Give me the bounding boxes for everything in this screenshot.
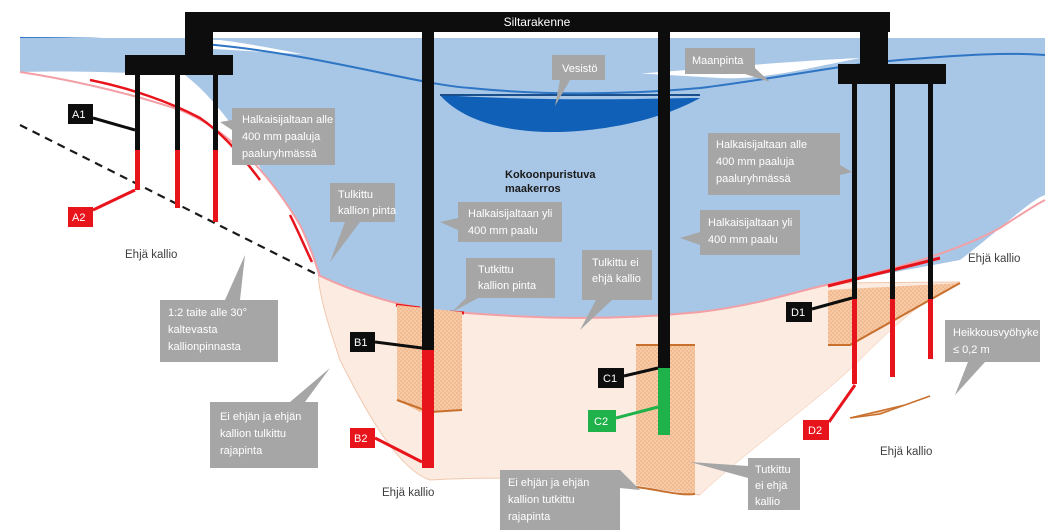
svg-text:kallio: kallio (755, 496, 780, 508)
callout-pile-large-mid: Halkaisijaltaan yli 400 mm paalu (440, 202, 562, 242)
boundary-line-c-bottom (635, 486, 696, 496)
tag-c1: C1 (598, 366, 659, 388)
pile-b (422, 32, 434, 350)
svg-text:D2: D2 (808, 425, 822, 437)
rock-label-right-top: Ehjä kallio (968, 253, 1020, 265)
water-body (440, 95, 700, 133)
pile-a-2 (175, 75, 180, 150)
svg-text:≤ 0,2 m: ≤ 0,2 m (953, 344, 990, 356)
callout-vesisto: Vesistö (552, 55, 605, 106)
callout-heikkous: Heikkousvyöhyke ≤ 0,2 m (945, 320, 1040, 395)
svg-text:ehjä kallio: ehjä kallio (592, 273, 641, 285)
callout-tulkittu-ei-ehja: Tulkittu ei ehjä kallio (580, 250, 652, 330)
svg-text:paaluryhmässä: paaluryhmässä (716, 173, 791, 185)
svg-text:1:2 taite alle 30°: 1:2 taite alle 30° (168, 307, 247, 319)
pile-a-1-red (135, 150, 140, 190)
tag-b1: B1 (350, 332, 423, 352)
svg-text:kallion pinta: kallion pinta (478, 280, 537, 292)
tag-b2: B2 (350, 428, 423, 464)
svg-text:400 mm paaluja: 400 mm paaluja (242, 131, 321, 143)
callout-pile-group-left: Halkaisijaltaan alle 400 mm paaluja paal… (220, 108, 335, 165)
svg-text:Halkaisijaltaan yli: Halkaisijaltaan yli (468, 208, 552, 220)
pile-c-green (658, 368, 670, 435)
svg-text:C2: C2 (594, 416, 608, 428)
callout-tutkittu-kallion-pinta: Tutkittu kallion pinta (452, 258, 555, 312)
callout-maanpinta: Maanpinta (685, 48, 770, 82)
callout-tutkittu-ei-ehja: Tutkittu ei ehjä kallio (690, 458, 800, 510)
svg-text:kallion pinta: kallion pinta (338, 205, 397, 217)
pile-d-3-red (928, 299, 933, 359)
pile-d-2 (890, 84, 895, 299)
callout-pile-group-right: Halkaisijaltaan alle 400 mm paaluja paal… (708, 133, 852, 195)
svg-text:Halkaisijaltaan yli: Halkaisijaltaan yli (708, 217, 792, 229)
pile-d-1-red (852, 299, 857, 384)
left-pile-cap (125, 55, 233, 75)
svg-text:ei ehjä: ei ehjä (755, 480, 788, 492)
svg-text:kaltevasta: kaltevasta (168, 324, 218, 336)
rock-surface-red-left2 (288, 214, 314, 263)
callout-ei-ehja-tulkittu: Ei ehjän ja ehjän kallion tulkittu rajap… (210, 368, 330, 468)
svg-text:B2: B2 (354, 433, 367, 445)
svg-text:rajapinta: rajapinta (220, 445, 263, 457)
svg-text:Ei ehjän ja ehjän: Ei ehjän ja ehjän (220, 411, 301, 423)
svg-text:Tutkittu: Tutkittu (478, 264, 514, 276)
pile-a-1 (135, 75, 140, 150)
rock-label-bottom-left: Ehjä kallio (382, 487, 434, 499)
tag-c2: C2 (588, 405, 659, 432)
tag-a2: A2 (68, 188, 136, 227)
tag-d1: D1 (786, 296, 853, 322)
rock-label-right-bottom: Ehjä kallio (880, 446, 932, 458)
pile-d-1 (852, 84, 857, 299)
svg-text:Tulkittu: Tulkittu (338, 189, 373, 201)
pile-a-2-red (175, 150, 180, 208)
rock-surface-line-left (19, 71, 321, 277)
svg-text:Halkaisijaltaan alle: Halkaisijaltaan alle (716, 139, 807, 151)
pile-d-3 (928, 84, 933, 299)
svg-text:kallion tulkittu: kallion tulkittu (220, 428, 286, 440)
pile-a-3-red (213, 150, 218, 222)
callout-tulkittu-kallion-pinta: Tulkittu kallion pinta (330, 183, 397, 262)
bridge-label: Siltarakenne (504, 15, 571, 29)
soil-layer-top (20, 38, 1045, 80)
soil-label-line2: maakerros (505, 183, 561, 195)
tag-d2: D2 (803, 384, 857, 440)
right-pile-cap (838, 64, 946, 84)
rock-label-left: Ehjä kallio (125, 249, 177, 261)
svg-text:paaluryhmässä: paaluryhmässä (242, 148, 317, 160)
svg-text:A2: A2 (72, 212, 85, 224)
svg-text:Heikkousvyöhyke: Heikkousvyöhyke (953, 327, 1039, 339)
callout-slope-rule: 1:2 taite alle 30° kaltevasta kallionpin… (160, 255, 278, 362)
svg-text:400 mm paalu: 400 mm paalu (468, 225, 538, 237)
weak-zone (849, 395, 931, 419)
svg-text:Tulkittu ei: Tulkittu ei (592, 257, 639, 269)
svg-text:C1: C1 (603, 373, 617, 385)
svg-text:B1: B1 (354, 337, 367, 349)
svg-text:Halkaisijaltaan alle: Halkaisijaltaan alle (242, 114, 333, 126)
soil-label-line1: Kokoonpuristuva (505, 169, 596, 181)
svg-text:Tutkittu: Tutkittu (755, 464, 791, 476)
pile-b-red (422, 350, 434, 468)
pile-a-3 (213, 75, 218, 150)
svg-text:400 mm paaluja: 400 mm paaluja (716, 156, 795, 168)
svg-text:Vesistö: Vesistö (562, 63, 597, 75)
pile-d-2-red (890, 299, 895, 377)
callout-pile-large-right: Halkaisijaltaan yli 400 mm paalu (680, 210, 800, 255)
svg-text:kallion tutkittu: kallion tutkittu (508, 494, 575, 506)
callout-ei-ehja-tutkittu: Ei ehjän ja ehjän kallion tutkittu rajap… (500, 470, 640, 530)
pile-c (658, 32, 670, 368)
svg-text:A1: A1 (72, 109, 85, 121)
svg-text:Ei ehjän ja ehjän: Ei ehjän ja ehjän (508, 477, 589, 489)
svg-text:kallionpinnasta: kallionpinnasta (168, 341, 242, 353)
svg-text:rajapinta: rajapinta (508, 511, 551, 523)
bridge-deck (185, 12, 890, 32)
right-abutment-post (860, 32, 888, 64)
svg-text:D1: D1 (791, 307, 805, 319)
svg-text:Maanpinta: Maanpinta (692, 55, 744, 67)
tag-a1: A1 (68, 104, 136, 132)
boundary-line-d (828, 282, 961, 346)
svg-text:400 mm paalu: 400 mm paalu (708, 234, 778, 246)
